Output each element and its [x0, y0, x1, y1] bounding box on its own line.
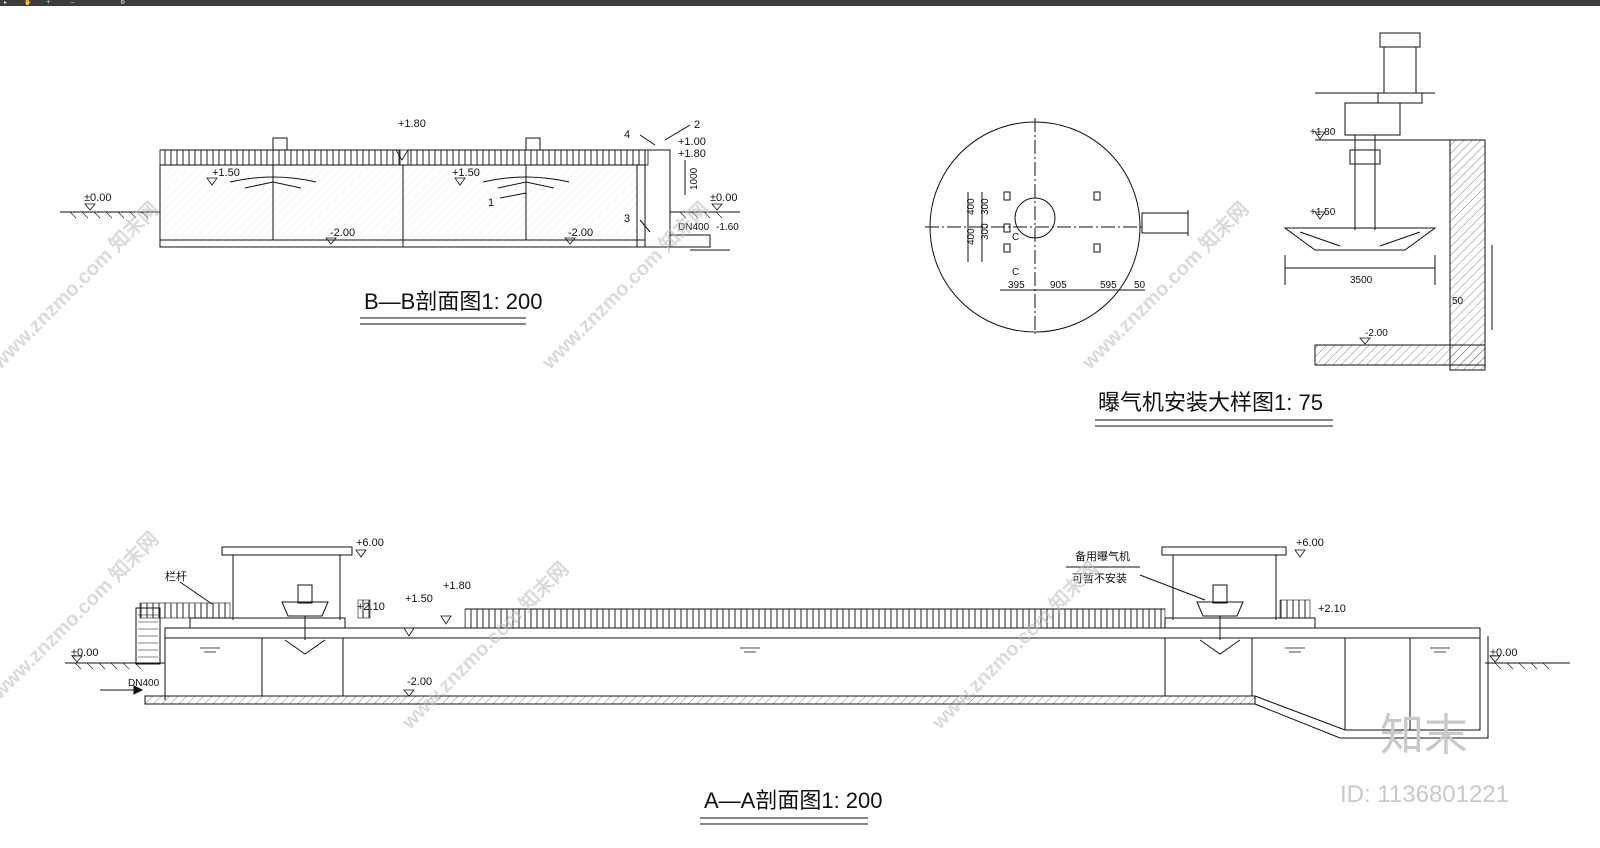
aa-ground-left: ±0.00	[71, 647, 98, 659]
aa-aerator-left	[281, 584, 329, 655]
detail-level-top: +1.80	[1310, 127, 1336, 138]
bb-level-water: +1.50	[212, 167, 240, 179]
detail-section	[1283, 32, 1493, 371]
aa-rail-label: 栏杆	[165, 569, 187, 583]
section-aa-text: +6.00 +6.00 +2.10 +2.10 +1.50 +1.80 ±0.0…	[71, 537, 1517, 825]
dim-c2: C	[1012, 267, 1019, 278]
dim-d: 300	[980, 198, 991, 215]
dim-x1: 395	[1008, 280, 1025, 291]
dim-x3: 595	[1100, 280, 1117, 291]
aa-deck-left: +2.10	[357, 601, 385, 613]
bb-level-r180: +1.80	[678, 148, 706, 160]
aa-deck-right: +2.10	[1318, 603, 1346, 615]
aa-water-180: +1.80	[443, 580, 471, 592]
aerator-1	[229, 137, 317, 240]
watermark-text: www.znzmo.com 知末网	[926, 557, 1103, 734]
bb-callout-2: 2	[694, 119, 700, 131]
bb-dim-1000: 1000	[689, 167, 700, 190]
select-icon[interactable]: ▸	[4, 0, 8, 6]
bb-level-bottom: -2.00	[330, 227, 355, 239]
aa-ground-right: ±0.00	[1490, 647, 1517, 659]
detail-level-bottom: -2.00	[1365, 328, 1388, 339]
watermark-text: www.znzmo.com 知末网	[0, 197, 163, 374]
aa-water-150: +1.50	[405, 593, 433, 605]
dim-c: 300	[980, 223, 991, 240]
watermark-id: ID: 1136801221	[1340, 781, 1509, 808]
aa-title: A—A剖面图1: 200	[704, 788, 883, 813]
section-aa	[65, 546, 1570, 739]
dim-b: 400	[966, 198, 977, 215]
aa-roof-right: +6.00	[1296, 537, 1324, 549]
settings-icon[interactable]: ⚙	[120, 0, 126, 6]
bb-level-bottom2: -2.00	[568, 227, 593, 239]
detail-plan-text: 400 400 300 300 395 905 595 50 C C	[966, 198, 1146, 291]
zoom-out-icon[interactable]: −	[70, 0, 76, 6]
pan-icon[interactable]: ✋	[24, 0, 32, 6]
aa-bottom: -2.00	[407, 676, 432, 688]
aa-dn: DN400	[128, 678, 160, 689]
bb-callout-1: 1	[488, 197, 494, 209]
bb-callout-3: 3	[624, 213, 630, 225]
bb-level-r100: +1.00	[678, 136, 706, 148]
bb-dn-level: -1.60	[716, 222, 739, 233]
detail-level-water: +1.50	[1310, 207, 1336, 218]
detail-plan	[925, 118, 1189, 334]
detail-gap: 50	[1452, 296, 1464, 307]
dim-a: 400	[966, 228, 977, 245]
dim-x4: 50	[1134, 280, 1146, 291]
bb-callout-4: 4	[624, 129, 630, 141]
dim-x2: 905	[1050, 280, 1067, 291]
aa-spare-1: 备用曝气机	[1075, 549, 1130, 563]
aerator-2	[482, 137, 570, 240]
watermarks: www.znzmo.com 知末网 www.znzmo.com 知末网 www.…	[0, 197, 1509, 808]
detail-section-text: +1.80 +1.50 -2.00 3500 50 曝气机安装大样图1: 75	[1095, 127, 1464, 427]
bb-level-ground: ±0.00	[84, 192, 111, 204]
detail-span: 3500	[1350, 275, 1373, 286]
section-bb-text: +1.80 +1.50 +1.50 ±0.00 -2.00 -2.00 +1.0…	[84, 118, 739, 325]
watermark-logo: 知末	[1380, 710, 1468, 761]
aa-roof-left: +6.00	[356, 537, 384, 549]
bb-level-water2: +1.50	[452, 167, 480, 179]
bb-level-ground-r: ±0.00	[710, 192, 737, 204]
aa-spare-2: 可暂不安装	[1072, 571, 1127, 585]
detail-title: 曝气机安装大样图1: 75	[1098, 390, 1323, 415]
bb-dn: DN400	[678, 222, 710, 233]
zoom-in-icon[interactable]: +	[46, 0, 52, 6]
bb-title: B—B剖面图1: 200	[364, 289, 543, 314]
bb-level-top: +1.80	[398, 118, 426, 130]
watermark-text: www.znzmo.com 知末网	[396, 557, 573, 734]
aa-aerator-right	[1196, 584, 1244, 655]
section-bb	[60, 124, 740, 251]
dim-c1: C	[1012, 232, 1019, 243]
cad-toolbar: ▸ ✋ + − ⚙	[0, 0, 1600, 6]
